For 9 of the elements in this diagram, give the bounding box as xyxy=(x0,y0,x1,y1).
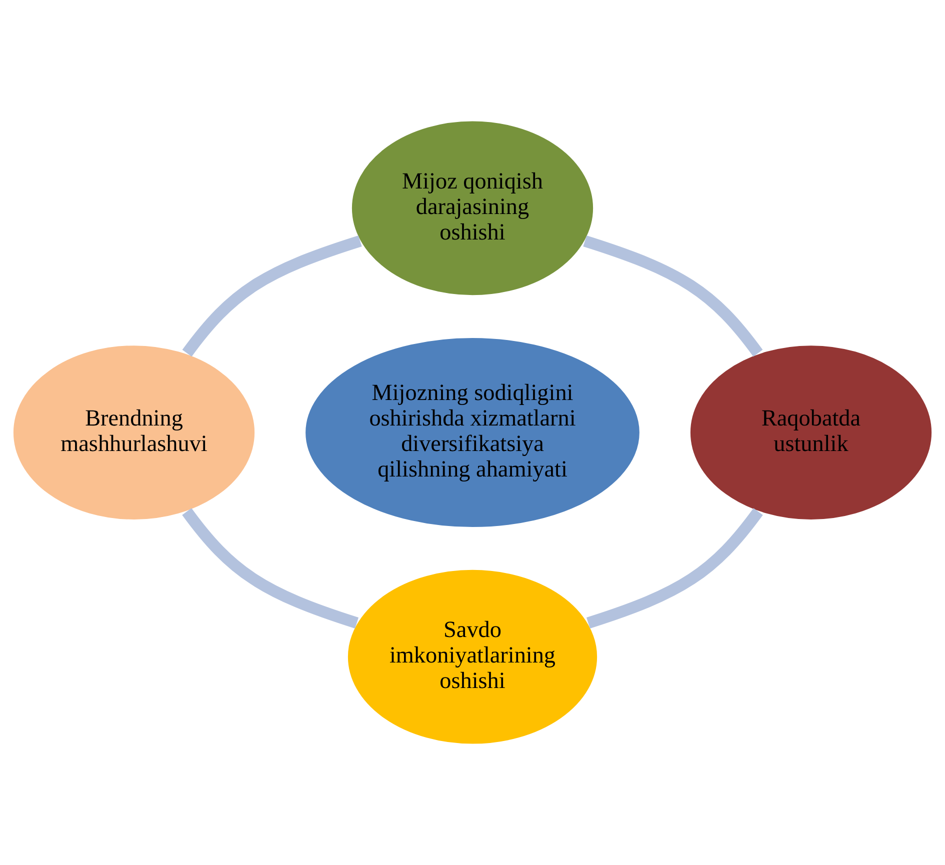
connector xyxy=(583,235,763,357)
node-ellipse: Raqobatda ustunlik xyxy=(689,344,933,521)
node-ellipse: Mijoz qoniqish darajasining oshishi xyxy=(350,120,594,296)
node-ellipse: Brendning mashhurlashuvi xyxy=(12,344,256,521)
connector xyxy=(586,508,763,628)
node-ellipse: Savdo imkoniyatlarining oshishi xyxy=(346,568,598,745)
connector xyxy=(182,508,359,628)
connector xyxy=(182,235,362,357)
node-ellipse: Mijozning sodiqligini oshirishda xizmatlarni diversifikatsiya qilishning ahamiyati xyxy=(304,336,641,528)
